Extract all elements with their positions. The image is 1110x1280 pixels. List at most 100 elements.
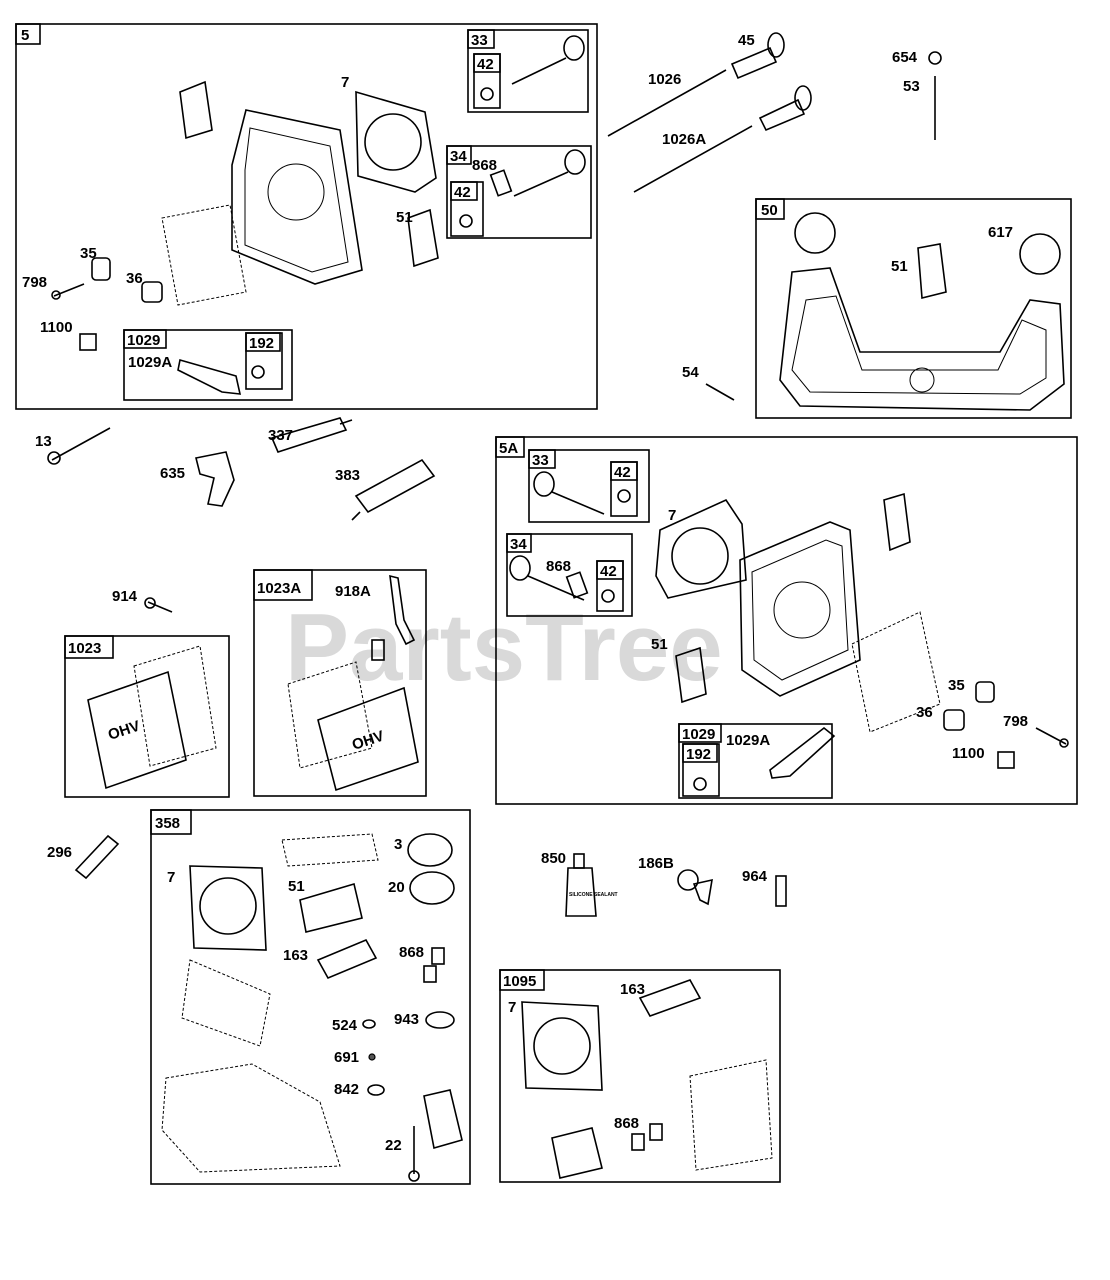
rocker-arm-icon	[177, 358, 242, 395]
sealant-tube-icon: SILICONE SEALANT	[565, 853, 618, 917]
box-50	[755, 198, 1072, 419]
box-label-42: 42	[600, 563, 617, 580]
label-914: 914	[112, 588, 138, 605]
bolt-icon	[144, 597, 173, 613]
push-rod-icon	[633, 125, 753, 193]
valve-keeper-icon	[459, 214, 473, 228]
exhaust-gasket-icon	[423, 1089, 463, 1150]
valve-cover-icon: OHV	[317, 686, 419, 792]
label-850: 850	[541, 850, 566, 867]
spark-plug-wrench-icon	[351, 458, 436, 521]
rocker-arm-icon	[769, 726, 836, 779]
label-868: 868	[546, 558, 571, 575]
watermark: PartsTree	[285, 594, 723, 701]
intake-gasket-icon	[407, 208, 439, 268]
exhaust-gasket-icon	[316, 938, 378, 980]
box-label-33: 33	[532, 452, 549, 469]
gasket-icon	[281, 833, 379, 867]
nut-icon	[997, 751, 1015, 769]
label-36: 36	[126, 270, 143, 287]
rocker-cover-gasket-icon	[287, 661, 373, 769]
intake-manifold-icon	[779, 267, 1065, 411]
valve-guide-tool-icon	[74, 834, 120, 880]
o-ring-icon	[368, 1053, 376, 1061]
label-842: 842	[334, 1081, 359, 1098]
box-label-5: 5	[21, 27, 29, 44]
label-691: 691	[334, 1049, 359, 1066]
box-label-1023A: 1023A	[257, 580, 301, 597]
valve-spring-icon	[943, 709, 965, 731]
valve-spring-icon	[975, 681, 995, 703]
valve-guide-icon	[565, 571, 589, 599]
nut-icon	[251, 365, 265, 379]
box-1029	[678, 723, 833, 799]
box-label-1023: 1023	[68, 640, 101, 657]
breather-tube-icon	[389, 574, 416, 646]
nut-icon	[928, 51, 942, 65]
label-868: 868	[399, 944, 424, 961]
label-383: 383	[335, 467, 360, 484]
sealant-label: SILICONE SEALANT	[569, 892, 618, 898]
label-1029A: 1029A	[128, 354, 172, 371]
label-35: 35	[80, 245, 97, 262]
label-7: 7	[167, 869, 175, 886]
label-51: 51	[288, 878, 305, 895]
box-label-42: 42	[454, 184, 471, 201]
push-rod-icon	[607, 69, 727, 137]
rocker-cover-gasket-icon	[161, 204, 247, 306]
label-918A: 918A	[335, 583, 371, 600]
box-1029	[123, 329, 293, 401]
label-51: 51	[651, 636, 668, 653]
box-label-1029: 1029	[682, 726, 715, 743]
box-label-33: 33	[471, 32, 488, 49]
box-label-192: 192	[249, 335, 274, 352]
box-33	[467, 29, 589, 113]
box-1095	[499, 969, 781, 1183]
label-617: 617	[988, 224, 1013, 241]
label-798: 798	[22, 274, 47, 291]
rocker-cover-gasket-icon	[689, 1059, 773, 1171]
box-5A	[495, 436, 1078, 805]
label-868: 868	[472, 157, 497, 174]
nut-icon	[693, 777, 707, 791]
box-label-1029: 1029	[127, 332, 160, 349]
label-53: 53	[903, 78, 920, 95]
label-1026A: 1026A	[662, 131, 706, 148]
label-296: 296	[47, 844, 72, 861]
o-ring-icon	[362, 1019, 376, 1029]
cylinder-head-icon	[739, 521, 861, 697]
exhaust-gasket-icon	[638, 979, 702, 1017]
bolt-icon	[705, 383, 735, 401]
crankcase-gasket-icon	[161, 1063, 341, 1173]
box-label-192: 192	[686, 746, 711, 763]
exhaust-gasket-icon	[179, 80, 213, 140]
valve-icon	[513, 149, 586, 197]
label-36: 36	[916, 704, 933, 721]
rocker-cover-gasket-icon	[133, 645, 217, 767]
valve-keeper-icon	[601, 589, 615, 603]
bolt-icon	[408, 1126, 420, 1182]
label-20: 20	[388, 879, 405, 896]
box-34	[506, 533, 633, 617]
label-7: 7	[508, 999, 516, 1016]
label-868: 868	[614, 1115, 639, 1132]
box-label-34: 34	[510, 536, 527, 553]
box-label-358: 358	[155, 815, 180, 832]
valve-cover-icon: OHV	[87, 670, 187, 790]
label-7: 7	[341, 74, 349, 91]
label-3: 3	[394, 836, 402, 853]
valve-icon	[533, 471, 605, 515]
head-gasket-icon	[189, 865, 267, 951]
o-ring-icon	[425, 1011, 455, 1029]
label-635: 635	[160, 465, 185, 482]
push-rod-guide-icon	[730, 32, 785, 80]
box-34	[446, 145, 592, 239]
valve-keeper-icon	[617, 489, 631, 503]
box-label-50: 50	[761, 202, 778, 219]
box-label-5A: 5A	[499, 440, 518, 457]
box-label-34: 34	[450, 148, 467, 165]
intake-gasket-icon	[299, 882, 363, 933]
head-gasket-icon	[355, 90, 437, 193]
label-798: 798	[1003, 713, 1028, 730]
cylinder-head-icon	[231, 109, 363, 285]
